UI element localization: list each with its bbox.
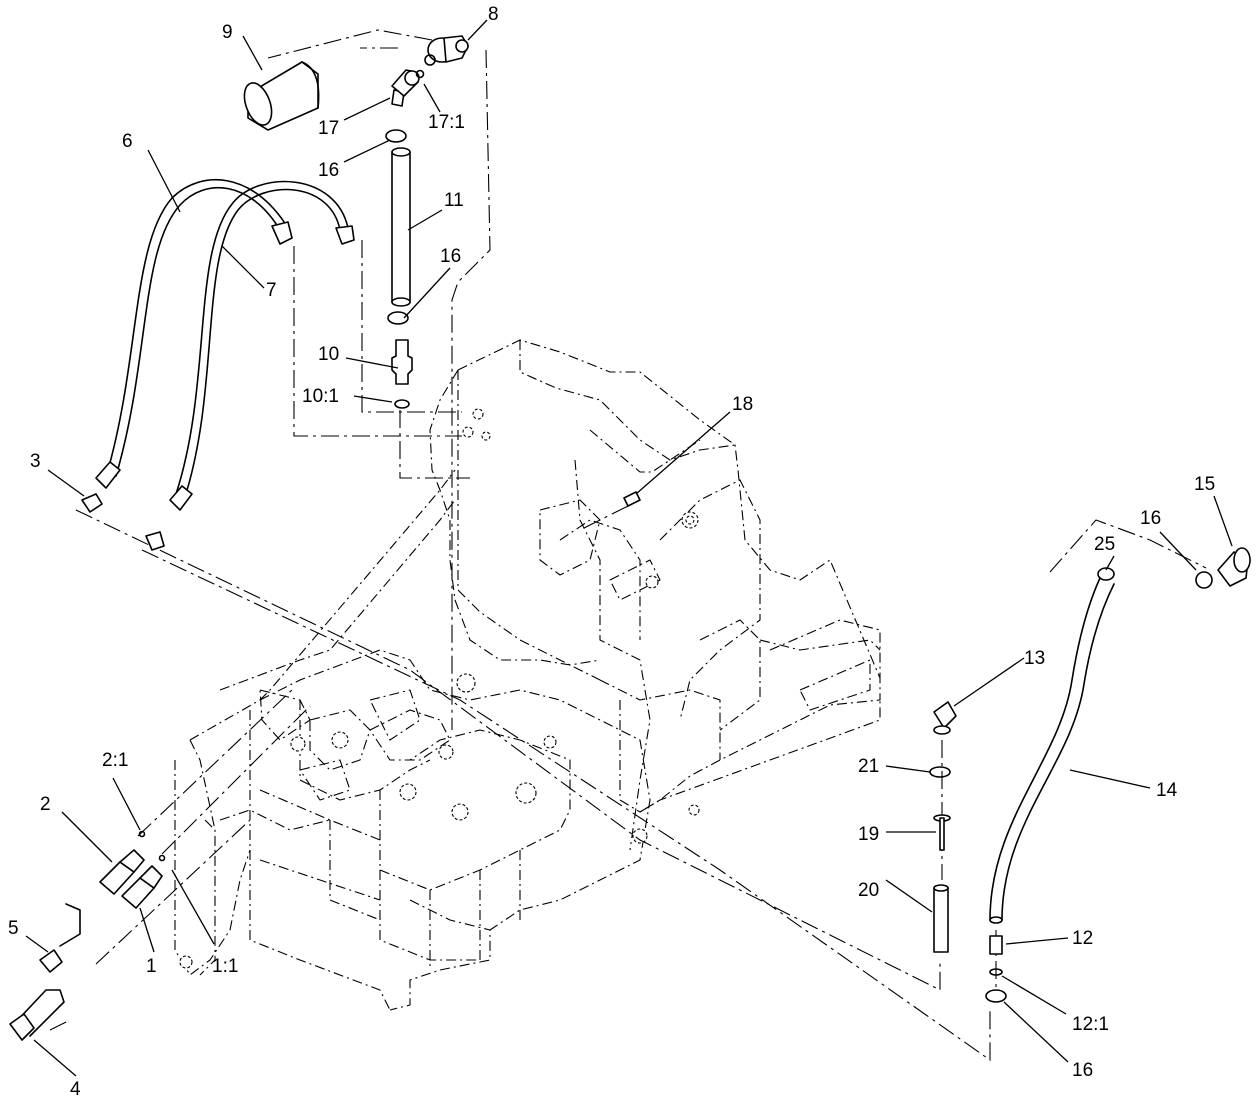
callout-16-top: 16 <box>318 160 339 181</box>
callout-6: 6 <box>122 131 133 152</box>
callout-20: 20 <box>858 880 879 901</box>
callout-13: 13 <box>1024 648 1045 669</box>
filter-part <box>243 61 320 131</box>
plug-part <box>81 493 165 551</box>
callout-21: 21 <box>858 756 879 777</box>
callout-9: 9 <box>222 22 233 43</box>
callout-18: 18 <box>732 394 753 415</box>
suction-hose-part <box>391 147 411 307</box>
leader-lines <box>25 19 1233 1077</box>
callout-17-1: 17:1 <box>428 112 465 133</box>
hydraulic-hose-6-part <box>95 179 293 489</box>
fitting-12-part <box>989 935 1003 976</box>
quick-coupler-2-part <box>99 830 146 895</box>
straight-fitting-part <box>391 339 413 409</box>
callout-16-bottom: 16 <box>1072 1060 1093 1081</box>
callout-25: 25 <box>1094 534 1115 555</box>
filler-cap-part <box>424 35 469 66</box>
callout-2-1: 2:1 <box>102 750 128 771</box>
dust-cap-4-part <box>9 989 65 1041</box>
fitting-15-part <box>1217 547 1251 587</box>
quick-coupler-1-part <box>121 854 166 909</box>
callout-3: 3 <box>30 451 41 472</box>
fill-cap-13-part <box>933 701 957 735</box>
return-hose-14-part <box>989 577 1115 924</box>
callout-2: 2 <box>40 794 51 815</box>
callout-19: 19 <box>858 824 879 845</box>
clamp-25-part <box>1097 567 1115 581</box>
callout-5: 5 <box>8 918 19 939</box>
breather-fitting-part <box>623 491 641 507</box>
callout-14: 14 <box>1156 780 1178 801</box>
callout-1: 1 <box>146 956 157 977</box>
callout-15: 15 <box>1194 474 1215 495</box>
callout-4: 4 <box>70 1079 81 1100</box>
callout-labels: 9 8 17 17:1 16 11 6 7 16 10 10:1 18 3 2:… <box>8 4 1215 1100</box>
hose-clamp-part <box>385 129 1213 1003</box>
callout-12-1: 12:1 <box>1072 1014 1109 1035</box>
callout-7: 7 <box>266 280 277 301</box>
frame-holes <box>179 408 700 969</box>
o-ring-21-part <box>929 766 951 778</box>
callout-10: 10 <box>318 344 339 365</box>
dust-cap-5-part <box>39 903 81 973</box>
callout-12: 12 <box>1072 928 1093 949</box>
callout-1-1: 1:1 <box>212 956 238 977</box>
callout-8: 8 <box>488 4 499 25</box>
callout-16-right: 16 <box>1140 508 1161 529</box>
machine-frame <box>174 339 881 1011</box>
callout-16-mid: 16 <box>440 246 461 267</box>
fill-tube-20-part <box>933 884 949 953</box>
routing-centerlines <box>49 29 1207 1062</box>
strainer-19-part <box>933 814 951 851</box>
hydraulic-hose-7-part <box>169 180 355 511</box>
elbow-fitting-part <box>391 69 425 107</box>
callout-10-1: 10:1 <box>302 386 339 407</box>
callout-17: 17 <box>318 118 339 139</box>
callout-11: 11 <box>444 190 464 211</box>
